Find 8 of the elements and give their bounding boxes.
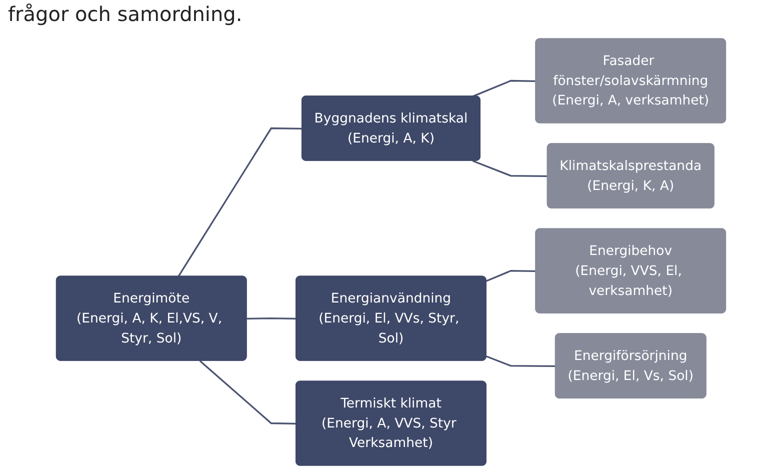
connector [199, 360, 296, 424]
connector [486, 356, 556, 368]
connector [472, 160, 548, 178]
connector [486, 270, 536, 282]
connector [246, 317, 296, 320]
connector [178, 127, 302, 278]
connector [472, 80, 536, 98]
note-text: frågor och samordning. [8, 2, 242, 26]
